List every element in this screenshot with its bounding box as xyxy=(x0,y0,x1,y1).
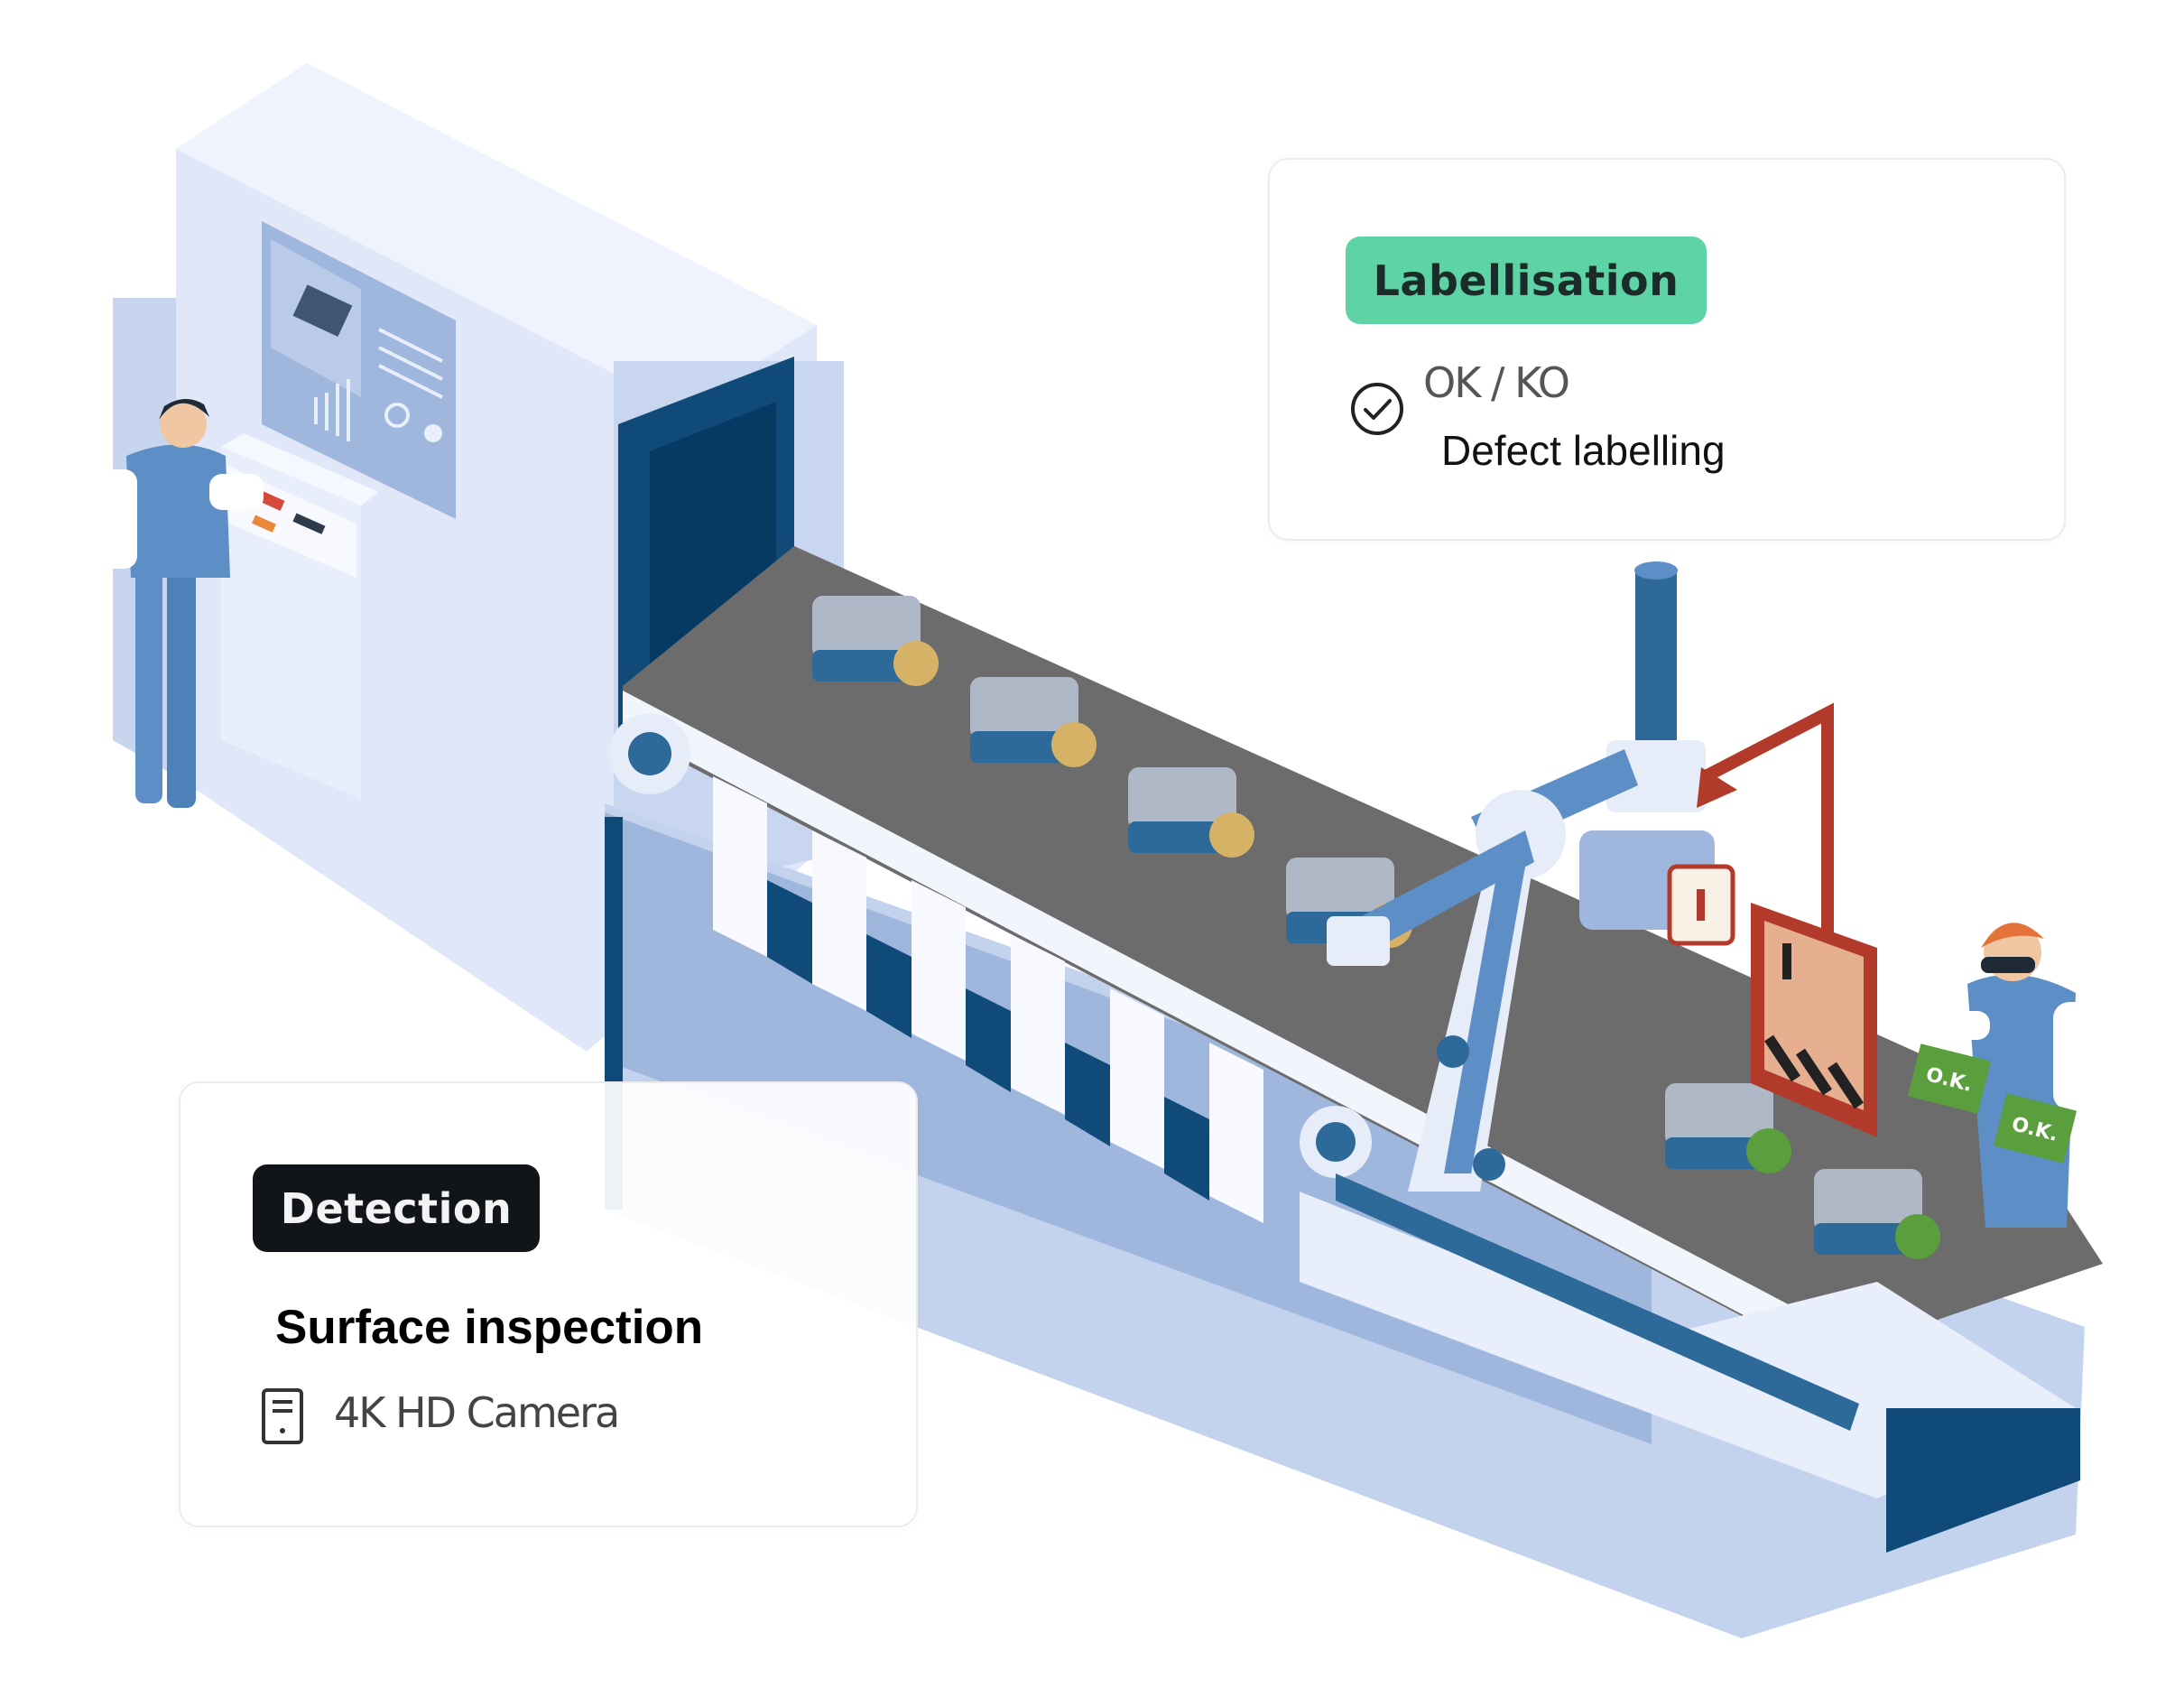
device-icon xyxy=(262,1388,303,1444)
labellisation-badge: Labellisation xyxy=(1346,237,1707,324)
robot-arm xyxy=(1327,561,1735,1192)
defect-labelling-text: Defect labelling xyxy=(1441,427,1726,474)
labellisation-card: Labellisation OK / KO Defect labelling xyxy=(1268,158,2066,541)
operator-right: O.K. O.K. xyxy=(1904,923,2103,1228)
reject-indicator xyxy=(1697,702,1877,1137)
detection-card: Detection Surface inspection 4K HD Camer… xyxy=(179,1081,918,1527)
detection-badge: Detection xyxy=(253,1164,540,1252)
surface-inspection-title: Surface inspection xyxy=(275,1301,704,1354)
ok-ko-text: OK / KO xyxy=(1423,358,1570,407)
camera-text: 4K HD Camera xyxy=(334,1388,620,1437)
operator-left xyxy=(101,398,264,830)
check-circle-icon xyxy=(1351,383,1403,435)
